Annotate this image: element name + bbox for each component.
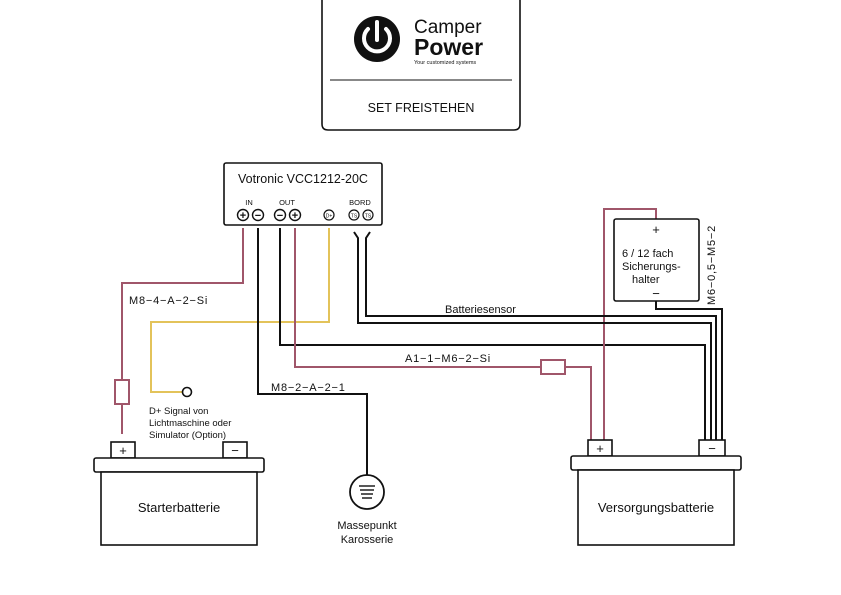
- signal-line2: Lichtmaschine oder: [149, 418, 231, 429]
- svg-text:+: +: [292, 210, 298, 222]
- fuse-holder: + 6 / 12 fach Sicherungs- halter −: [613, 218, 700, 302]
- wire-sensor-b: [365, 231, 717, 440]
- term-bord-ts-1: TS: [348, 209, 360, 221]
- svg-text:D+: D+: [326, 214, 333, 220]
- port-in-label: IN: [245, 198, 253, 207]
- logo-card: Camper Power Your customized systems SET…: [321, 0, 521, 131]
- wire-out-plus-b: [565, 366, 592, 440]
- device-name: Votronic VCC1212-20C: [238, 172, 368, 186]
- svg-text:TS: TS: [351, 214, 358, 220]
- fuse-holder-minus: −: [652, 286, 660, 301]
- supply-plus-label: +: [596, 441, 604, 456]
- supply-battery: + − Versorgungsbatterie: [570, 439, 742, 546]
- svg-text:−: −: [277, 210, 283, 222]
- supply-battery-name: Versorgungsbatterie: [598, 500, 714, 515]
- starter-battery: + − Starterbatterie: [93, 441, 265, 546]
- starter-plus-label: +: [119, 443, 127, 458]
- signal-line1: D+ Signal von: [149, 406, 208, 417]
- term-out-minus: −: [273, 208, 287, 222]
- svg-text:+: +: [240, 210, 246, 222]
- fuse-holder-line3: halter: [632, 274, 660, 286]
- cable-label-sensor: Batteriesensor: [445, 304, 516, 316]
- wire-fuseholder-plus: [603, 208, 657, 440]
- ground-point: Massepunkt Karosserie: [337, 474, 397, 546]
- fuse-holder-line2: Sicherungs-: [622, 261, 681, 273]
- fuse-starter: [114, 379, 130, 405]
- wire-out-plus: [294, 228, 541, 368]
- starter-battery-name: Starterbatterie: [138, 500, 220, 515]
- supply-minus-label: −: [708, 441, 716, 456]
- port-bord-label: BORD: [349, 198, 371, 207]
- fuse-cable-label: M6−0,5−M5−2: [706, 225, 718, 305]
- wire-ground: [257, 228, 368, 475]
- starter-minus-label: −: [231, 443, 239, 458]
- brand-tagline: Your customized systems: [414, 60, 476, 66]
- signal-line3: Simulator (Option): [149, 430, 226, 441]
- power-logo-icon: [354, 16, 400, 62]
- wire-fuseholder-minus: [655, 301, 723, 440]
- wire-dplus-signal: [150, 228, 330, 393]
- cable-label-red-out: A1−1−M6−2−Si: [405, 353, 491, 365]
- cable-label-red-in: M8−4−A−2−Si: [129, 295, 208, 307]
- term-bord-ts-2: TS: [362, 209, 374, 221]
- brand-line2: Power: [414, 34, 483, 60]
- votronic-device: Votronic VCC1212-20C IN OUT BORD + − − +…: [223, 162, 383, 226]
- wire-out-minus: [279, 228, 706, 440]
- ground-line2: Karosserie: [341, 534, 394, 546]
- fuse-supply: [540, 359, 566, 375]
- wire-in-plus: [121, 228, 244, 380]
- term-dplus: D+: [323, 209, 335, 221]
- wire-sensor-a: [353, 231, 712, 440]
- ground-symbol-icon: [349, 474, 385, 510]
- port-out-label: OUT: [279, 198, 295, 207]
- term-in-minus: −: [251, 208, 265, 222]
- dplus-terminal: [181, 386, 193, 398]
- svg-text:−: −: [255, 210, 261, 222]
- fuse-holder-plus: +: [652, 222, 660, 237]
- set-label: SET FREISTEHEN: [368, 101, 475, 115]
- term-out-plus: +: [288, 208, 302, 222]
- ground-line1: Massepunkt: [337, 520, 396, 532]
- cable-label-ground: M8−2−A−2−1: [271, 382, 346, 394]
- term-in-plus: +: [236, 208, 250, 222]
- svg-text:TS: TS: [365, 214, 372, 220]
- fuse-holder-line1: 6 / 12 fach: [622, 248, 673, 260]
- brand-line1: Camper: [414, 17, 482, 38]
